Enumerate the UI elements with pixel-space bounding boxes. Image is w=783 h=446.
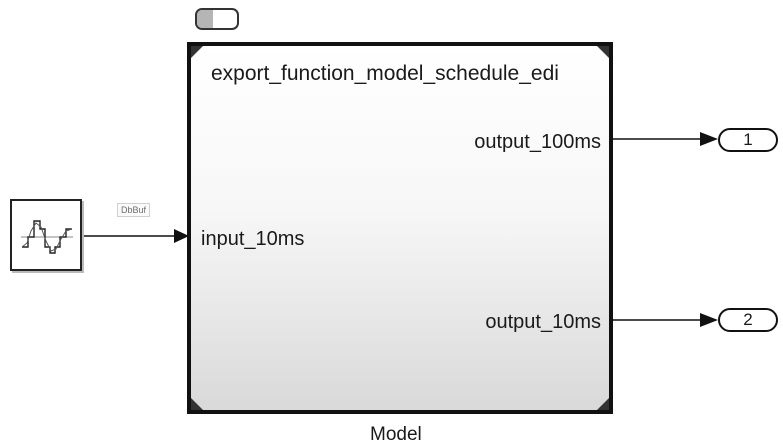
block-toggle[interactable] xyxy=(195,8,239,30)
output-2-arrowhead xyxy=(700,313,718,327)
output-1-arrowhead xyxy=(700,132,718,146)
corner-mark-icon xyxy=(191,46,203,58)
input-port-label: input_10ms xyxy=(201,228,305,250)
signal-attribute-tag: DbBuf xyxy=(117,203,151,217)
corner-mark-icon xyxy=(597,46,609,58)
input-arrowhead xyxy=(174,229,189,243)
signal-generator-block[interactable] xyxy=(10,199,82,271)
model-reference-block[interactable]: export_function_model_schedule_edi outpu… xyxy=(187,42,613,414)
outport-block-1[interactable]: 1 xyxy=(718,128,778,152)
corner-mark-icon xyxy=(191,398,203,410)
outport-block-2[interactable]: 2 xyxy=(718,308,778,332)
output-port-label-100ms: output_100ms xyxy=(474,131,601,153)
corner-mark-icon xyxy=(597,398,609,410)
referenced-model-name: export_function_model_schedule_edi xyxy=(211,62,559,85)
toggle-knob xyxy=(197,10,213,28)
output-port-label-10ms: output_10ms xyxy=(485,311,601,333)
signal-generator-icon xyxy=(21,220,73,254)
block-name-label[interactable]: Model xyxy=(370,424,422,445)
